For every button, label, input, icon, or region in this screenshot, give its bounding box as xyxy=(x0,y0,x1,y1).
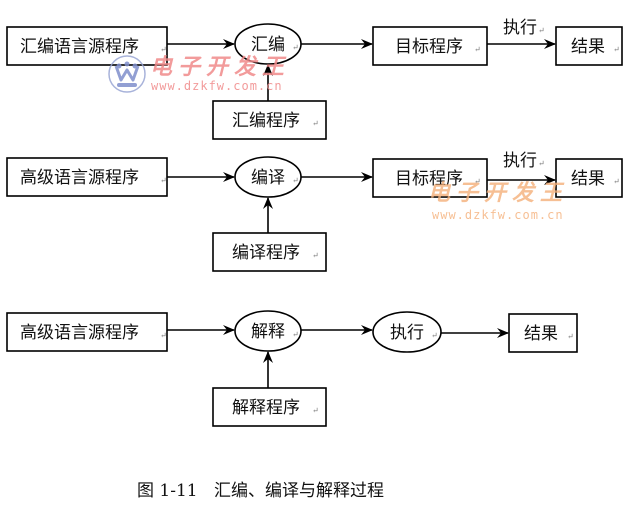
result-label-interpret: 结果 xyxy=(524,324,558,344)
source-label-compile: 高级语言源程序 xyxy=(20,168,139,188)
caption-number: 图 1-11 xyxy=(137,481,198,501)
exec-ellipse-interpret xyxy=(372,311,442,353)
source-label-interpret: 高级语言源程序 xyxy=(20,323,139,343)
process-label-assembly: 汇编 xyxy=(251,35,285,55)
paragraph-mark: ↵ xyxy=(474,177,481,186)
watermark-logo-icon xyxy=(108,55,146,93)
source-box-compile xyxy=(6,157,168,197)
paragraph-mark: ↵ xyxy=(538,159,545,168)
exec-label-compile: 执行 xyxy=(503,151,537,171)
paragraph-mark: ↵ xyxy=(431,331,438,340)
output-box-compile xyxy=(372,158,488,198)
figure-caption: 图 1-11 汇编、编译与解释过程 xyxy=(137,481,384,501)
paragraph-mark: ↵ xyxy=(613,177,620,186)
row-interpret: 高级语言源程序 ↵ 解释 ↵ 解释程序 ↵ 执行 ↵ 结果 ↵ xyxy=(6,310,578,427)
output-label-compile: 目标程序 xyxy=(395,169,463,189)
paragraph-mark: ↵ xyxy=(312,406,319,415)
watermark-text: 电子开发王 xyxy=(150,54,290,80)
paragraph-mark: ↵ xyxy=(613,45,620,54)
exec-label-assembly: 执行 xyxy=(503,18,537,38)
source-box-assembly xyxy=(6,26,168,66)
exec-label-interpret: 执行 xyxy=(390,323,424,343)
helper-label-interpret: 解释程序 xyxy=(232,398,300,418)
watermark-2: 电子开发王 www.dzkfw.com.cn xyxy=(428,180,568,222)
result-label-compile: 结果 xyxy=(571,169,605,189)
paragraph-mark: ↵ xyxy=(312,251,319,260)
source-box-interpret xyxy=(6,312,168,352)
caption-title: 汇编、编译与解释过程 xyxy=(214,481,384,501)
paragraph-mark: ↵ xyxy=(474,45,481,54)
output-label-assembly: 目标程序 xyxy=(395,37,463,57)
result-box-interpret xyxy=(508,313,578,353)
paragraph-mark: ↵ xyxy=(160,176,167,185)
watermark-1: 电子开发王 www.dzkfw.com.cn xyxy=(108,54,290,93)
process-label-interpret: 解释 xyxy=(251,322,285,342)
watermark-text: 电子开发王 xyxy=(428,180,568,206)
paragraph-mark: ↵ xyxy=(538,26,545,35)
paragraph-mark: ↵ xyxy=(292,176,299,185)
source-label-assembly: 汇编语言源程序 xyxy=(20,37,139,57)
watermark-url: www.dzkfw.com.cn xyxy=(432,208,564,222)
paragraph-mark: ↵ xyxy=(292,330,299,339)
helper-box-interpret xyxy=(212,387,327,427)
paragraph-mark: ↵ xyxy=(292,43,299,52)
helper-box-compile xyxy=(212,232,327,272)
paragraph-mark: ↵ xyxy=(160,331,167,340)
helper-label-assembly: 汇编程序 xyxy=(232,111,300,131)
row-assembly: 汇编语言源程序 ↵ 汇编 ↵ 汇编程序 ↵ 目标程序 ↵ 执行 ↵ 结果 ↵ xyxy=(6,18,623,140)
paragraph-mark: ↵ xyxy=(567,332,574,341)
process-label-compile: 编译 xyxy=(251,168,285,188)
watermark-url: www.dzkfw.com.cn xyxy=(151,79,283,93)
output-box-assembly xyxy=(372,26,488,66)
helper-box-assembly xyxy=(212,100,327,140)
helper-label-compile: 编译程序 xyxy=(232,243,300,263)
result-label-assembly: 结果 xyxy=(571,37,605,57)
paragraph-mark: ↵ xyxy=(312,119,319,128)
paragraph-mark: ↵ xyxy=(160,45,167,54)
result-box-assembly xyxy=(555,26,623,66)
row-compile: 高级语言源程序 ↵ 编译 ↵ 编译程序 ↵ 目标程序 ↵ 执行 ↵ 结果 ↵ xyxy=(6,151,623,272)
result-box-compile xyxy=(555,158,623,198)
